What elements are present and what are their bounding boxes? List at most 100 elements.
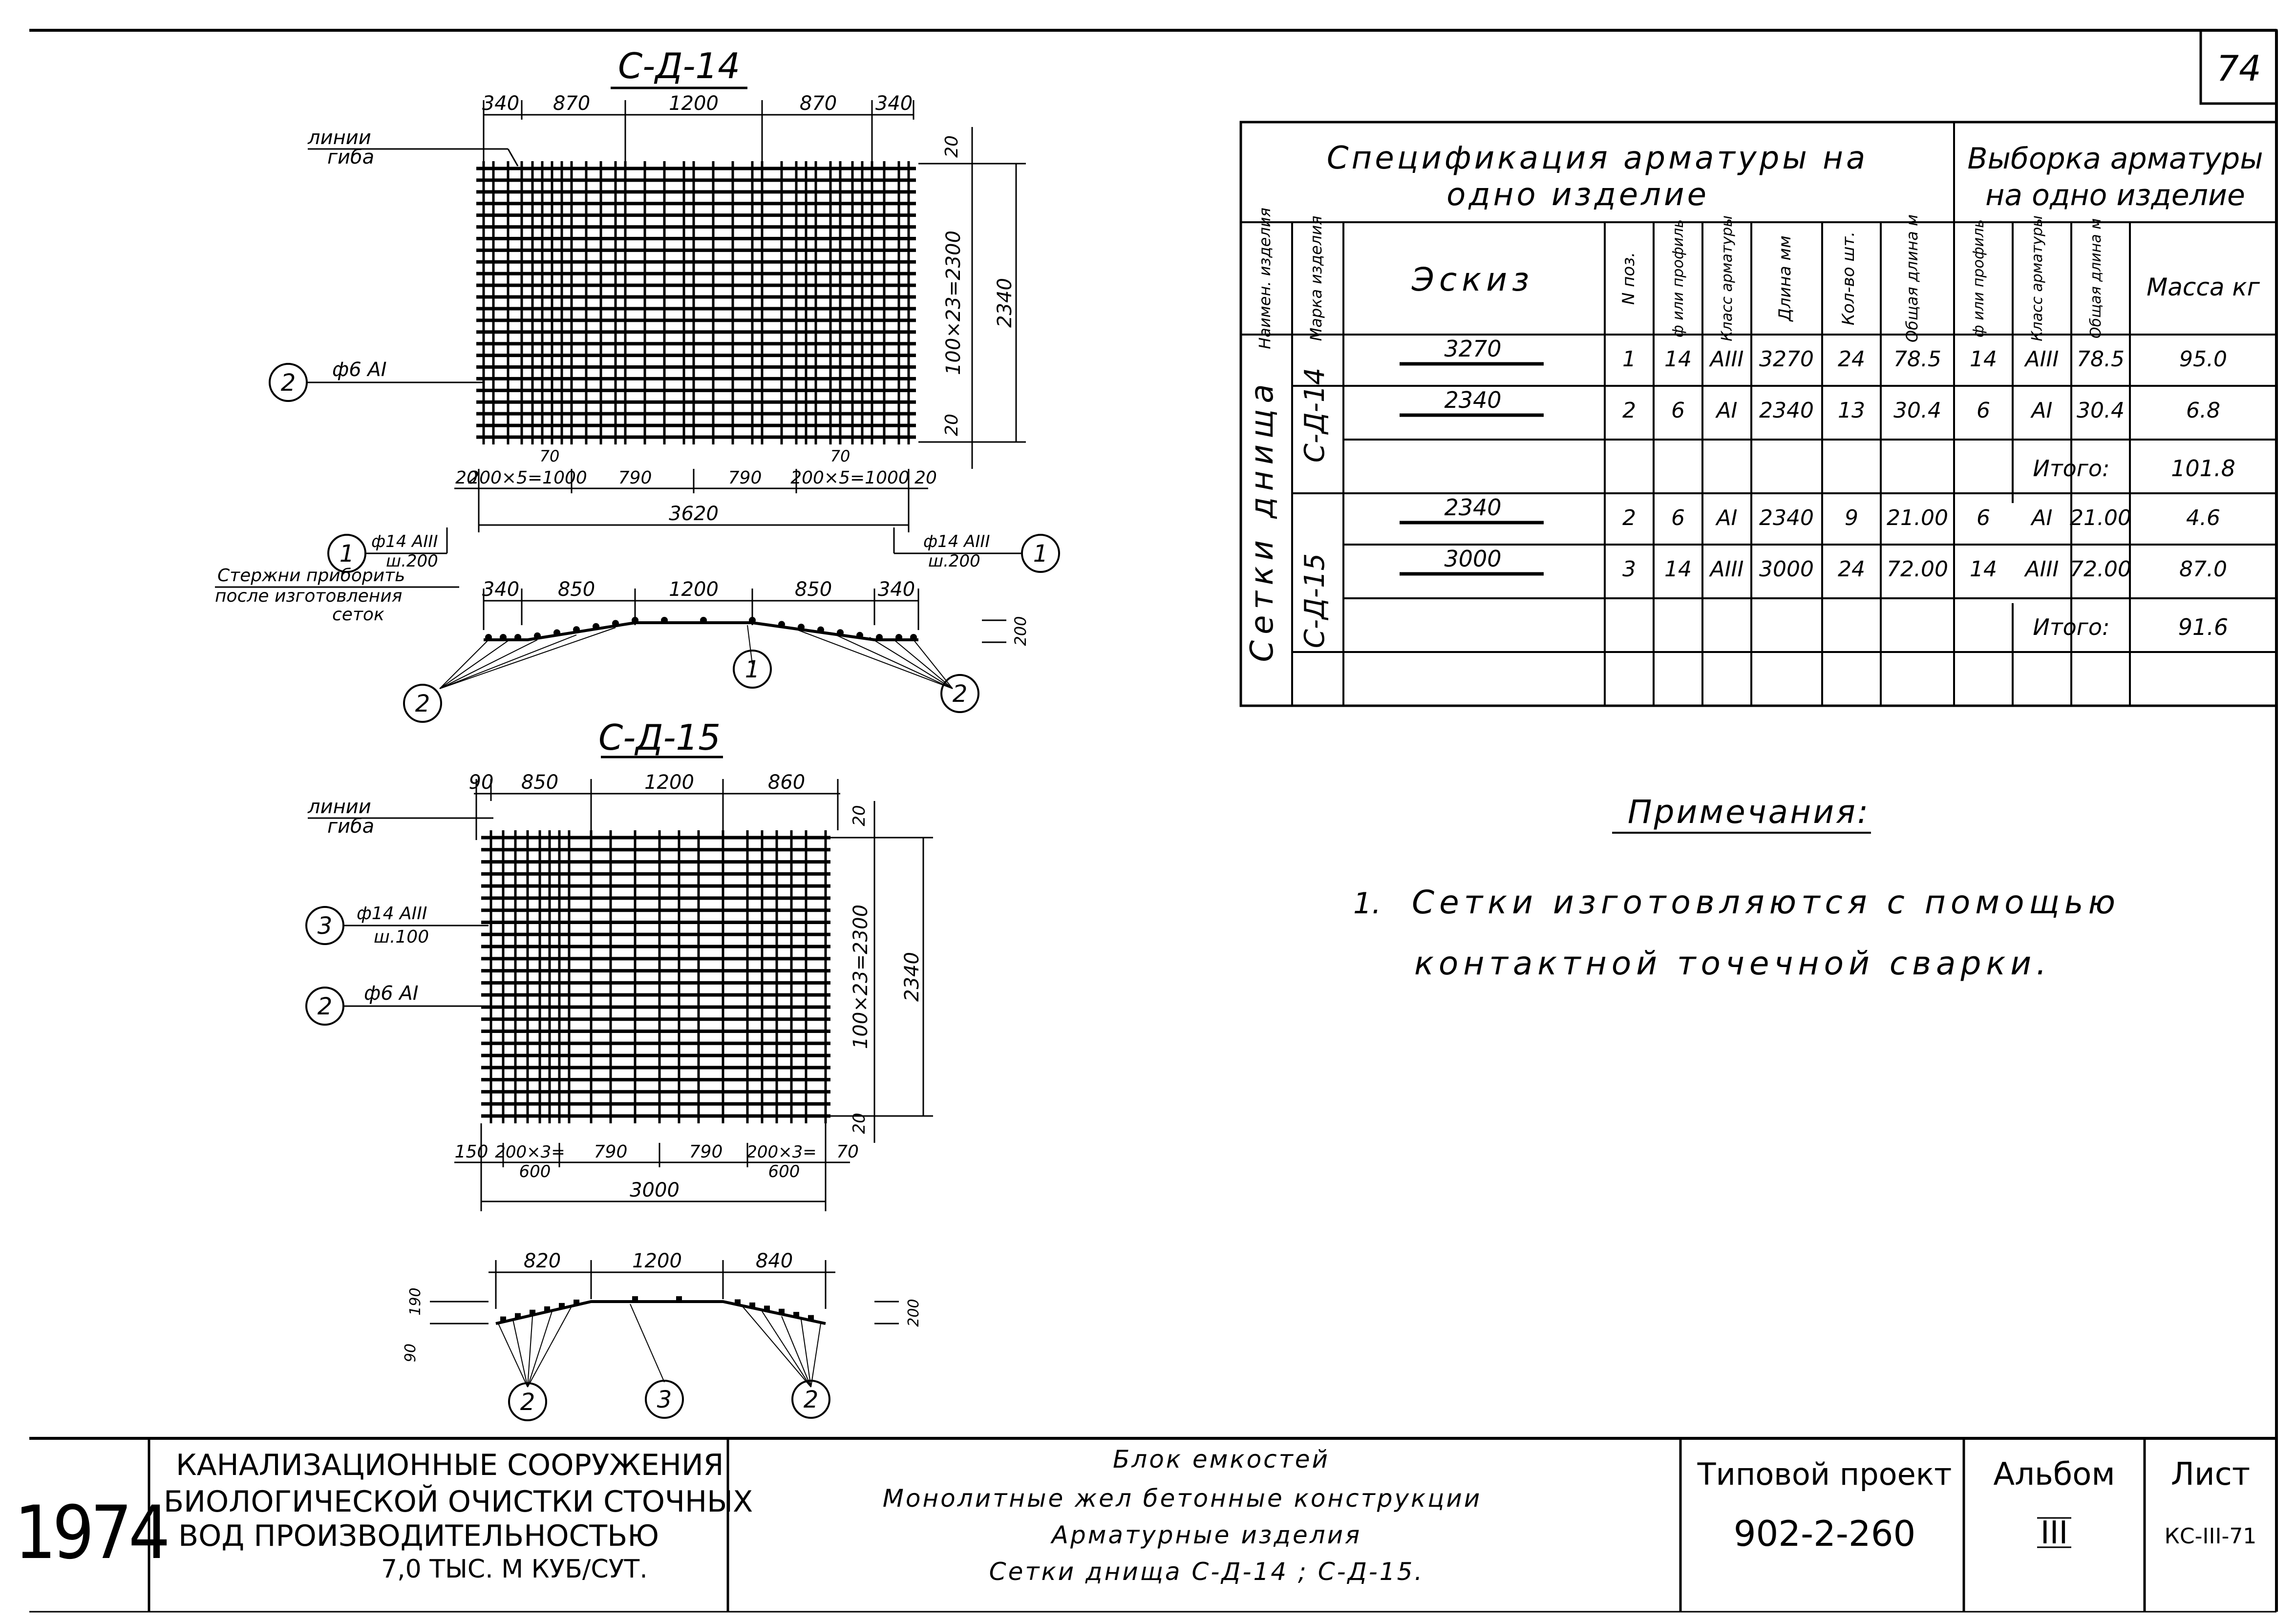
spec-title-right-line1: Выборка арматуры <box>1967 142 2263 176</box>
cell-total: 72.00 <box>1887 557 1948 582</box>
header-sketch: Эскиз <box>1411 261 1534 298</box>
notes-heading: Примечания: <box>1628 793 1870 831</box>
bar-section-dot <box>661 617 668 624</box>
desc-line-2: Монолитные жел бетонные конструкции <box>883 1484 1482 1513</box>
bar-section-dot <box>676 1296 682 1302</box>
dim-label: 870 <box>800 92 837 115</box>
dim-label: 850 <box>521 771 558 794</box>
bar-section-dot <box>573 626 580 633</box>
dim-label: 200×3= <box>495 1142 565 1162</box>
marker-label: ф6 АI <box>364 982 419 1005</box>
header-product-mark: Марка изделия <box>1307 216 1325 341</box>
cell-dia: 14 <box>1664 557 1692 582</box>
cell-len: 2340 <box>1759 505 1814 530</box>
section-note-line1: Стержни приборить <box>217 566 405 586</box>
project-number: 902-2-260 <box>1734 1513 1916 1554</box>
mesh-sd14-right-dimensions: 20 100×23=2300 20 2340 <box>918 127 1026 469</box>
notes: Примечания: 1. Сетки изготовляются с пом… <box>1353 793 2115 982</box>
mesh-sd14-marker-1-left: 1 ф14 АIII ш.200 <box>327 527 448 573</box>
header-length: Длина мм <box>1775 235 1795 322</box>
row-total-label: Итого: <box>2033 455 2109 482</box>
dim-label: 1200 <box>644 771 694 794</box>
cell-mass: 6.8 <box>2186 398 2220 423</box>
header-class: Класс арматуры <box>1719 215 1736 341</box>
dim-label: 90 <box>469 771 494 794</box>
marker-number: 2 <box>318 993 333 1020</box>
dim-label: 200×5=1000 <box>468 468 587 488</box>
cell-qty: 13 <box>1838 398 1865 423</box>
bar-section-dot <box>749 1302 755 1308</box>
desc-line-3: Арматурные изделия <box>1050 1521 1362 1549</box>
bar-section-dot <box>559 1303 565 1309</box>
note-line-2: контактной точечной сварки. <box>1414 945 2051 982</box>
mesh-sd14-section: Стержни приборить после изготовления сет… <box>215 566 1030 723</box>
mesh-sd14-top-dimensions: 340 870 1200 870 340 <box>482 92 914 171</box>
section-note-line3: сеток <box>332 605 384 625</box>
cell-v-cls: АIII <box>2023 347 2059 372</box>
mesh-sd15-marker-3: 3 ф14 АIII ш.100 <box>305 904 489 947</box>
mesh-sd14-title: С-Д-14 <box>618 45 740 86</box>
mesh-sd14-marker-2: 2 ф6 АI <box>269 358 484 402</box>
header-v-length: Общая длина м <box>2087 218 2105 338</box>
mark-sd15: С-Д-15 <box>1299 553 1331 649</box>
bar-section-dot <box>700 617 707 624</box>
mesh-sd15-grid <box>481 830 830 1123</box>
dim-label: 2340 <box>994 278 1016 328</box>
marker-number: 1 <box>1033 540 1048 568</box>
dim-label: 100×23=2300 <box>850 905 872 1049</box>
cell-dia: 14 <box>1664 347 1692 372</box>
cell-mass: 95.0 <box>2179 347 2227 372</box>
header-total-length: Общая длина м <box>1903 214 1921 342</box>
mesh-sd14-drawing: С-Д-14 340 870 1200 870 340 линии гиба <box>269 45 1060 573</box>
bar-section-dot <box>856 632 863 639</box>
header-position: N поз. <box>1619 252 1638 305</box>
title-block: 1974 КАНАЛИЗАЦИОННЫЕ СООРУЖЕНИЯ БИОЛОГИЧ… <box>14 1437 2276 1613</box>
cell-cls: АI <box>1715 398 1737 423</box>
mesh-sd15-section: 820 1200 840 190 90 200 2 3 2 <box>402 1250 922 1421</box>
bend-label-line2: гиба <box>327 146 374 168</box>
mesh-sd14-grid <box>476 161 916 444</box>
cell-cls: АI <box>1715 505 1737 530</box>
header-diameter: ф или профиль <box>1670 219 1687 337</box>
header-v-class: Класс арматуры <box>2029 215 2046 341</box>
bar-section-dot <box>735 1299 741 1305</box>
cell-v-cls: АIII <box>2023 557 2059 582</box>
album-number: III <box>2041 1515 2068 1551</box>
dim-label: 3620 <box>669 503 719 525</box>
dim-label: 1200 <box>669 578 719 601</box>
org-line-4: 7,0 ТЫС. М КУБ/СУТ. <box>381 1555 648 1584</box>
mesh-sd15-title: С-Д-15 <box>598 717 721 758</box>
desc-line-4: Сетки днища С-Д-14 ; С-Д-15. <box>989 1558 1424 1586</box>
cell-cls: АIII <box>1708 557 1743 582</box>
marker-number: 1 <box>340 540 355 568</box>
album-label: Альбом <box>1993 1456 2115 1493</box>
dim-label: 70 <box>836 1142 859 1162</box>
bar-section-dot <box>749 617 756 624</box>
org-line-1: КАНАЛИЗАЦИОННЫЕ СООРУЖЕНИЯ <box>176 1448 723 1482</box>
cell-total: 78.5 <box>1893 347 1941 372</box>
marker-number: 3 <box>657 1386 672 1413</box>
marker-number: 2 <box>415 690 430 717</box>
header-mass: Масса кг <box>2147 273 2260 301</box>
cell-v-len: 78.5 <box>2077 347 2125 372</box>
dim-label: 1200 <box>632 1250 682 1272</box>
cell-dia: 6 <box>1671 505 1685 530</box>
bar-section-dot <box>500 634 507 641</box>
bar-section-dot <box>593 623 599 630</box>
dim-label: 190 <box>407 1287 424 1315</box>
mesh-sd15-marker-2: 2 ф6 АI <box>305 982 489 1026</box>
sheet-number: 74 <box>2216 48 2261 89</box>
dim-label: 340 <box>482 578 519 601</box>
dim-label: 790 <box>618 468 652 488</box>
cell-v-len: 30.4 <box>2077 398 2125 423</box>
mesh-sd14-bottom-dimensions: 70 70 20 200×5=1000 790 790 200×5=1000 2… <box>454 447 937 532</box>
marker-number: 2 <box>953 680 968 708</box>
sketch-length: 3000 <box>1444 546 1501 572</box>
cell-qty: 24 <box>1838 557 1865 582</box>
bar-section-dot <box>798 624 805 631</box>
bar-section-dot <box>515 1313 521 1319</box>
header-v-diameter: ф или профиль <box>1970 219 1987 337</box>
cell-mass: 4.6 <box>2186 505 2220 530</box>
mesh-sd15-top-dimensions: 90 850 1200 860 <box>469 771 840 840</box>
